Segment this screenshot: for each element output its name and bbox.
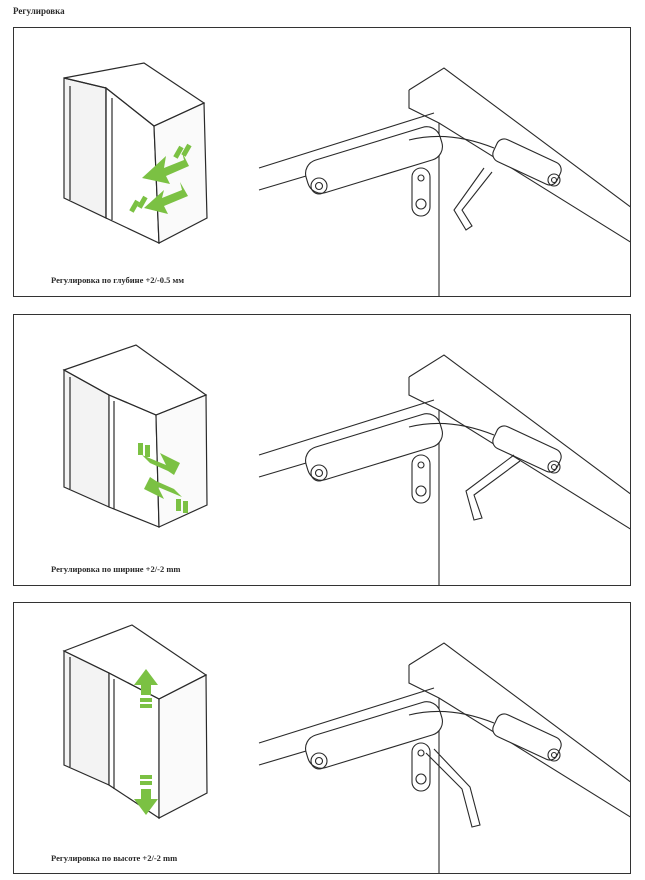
caption-height: Регулировка по высоте +2/-2 mm: [51, 853, 178, 863]
width-illustration: [62, 344, 630, 585]
cabinet-drawing: [62, 624, 208, 820]
height-arrows: [134, 669, 158, 815]
hinge-drawing: [258, 67, 630, 296]
depth-illustration: [63, 62, 630, 296]
page-heading: Регулировка: [13, 6, 65, 16]
adjustment-panel-height: Регулировка по высоте +2/-2 mm: [13, 602, 631, 874]
caption-depth: Регулировка по глубине +2/-0.5 мм: [51, 275, 185, 285]
hinge-drawing: [258, 642, 630, 873]
hinge-drawing: [258, 354, 630, 585]
height-illustration: [62, 624, 630, 873]
depth-arrows: [129, 143, 192, 214]
adjustment-panel-width: Регулировка по ширине +2/-2 mm: [13, 314, 631, 586]
width-arrows: [138, 443, 188, 513]
cabinet-drawing: [63, 62, 208, 244]
adjustment-panel-depth: Регулировка по глубине +2/-0.5 мм: [13, 27, 631, 297]
caption-width: Регулировка по ширине +2/-2 mm: [51, 564, 181, 574]
cabinet-drawing: [62, 344, 208, 528]
